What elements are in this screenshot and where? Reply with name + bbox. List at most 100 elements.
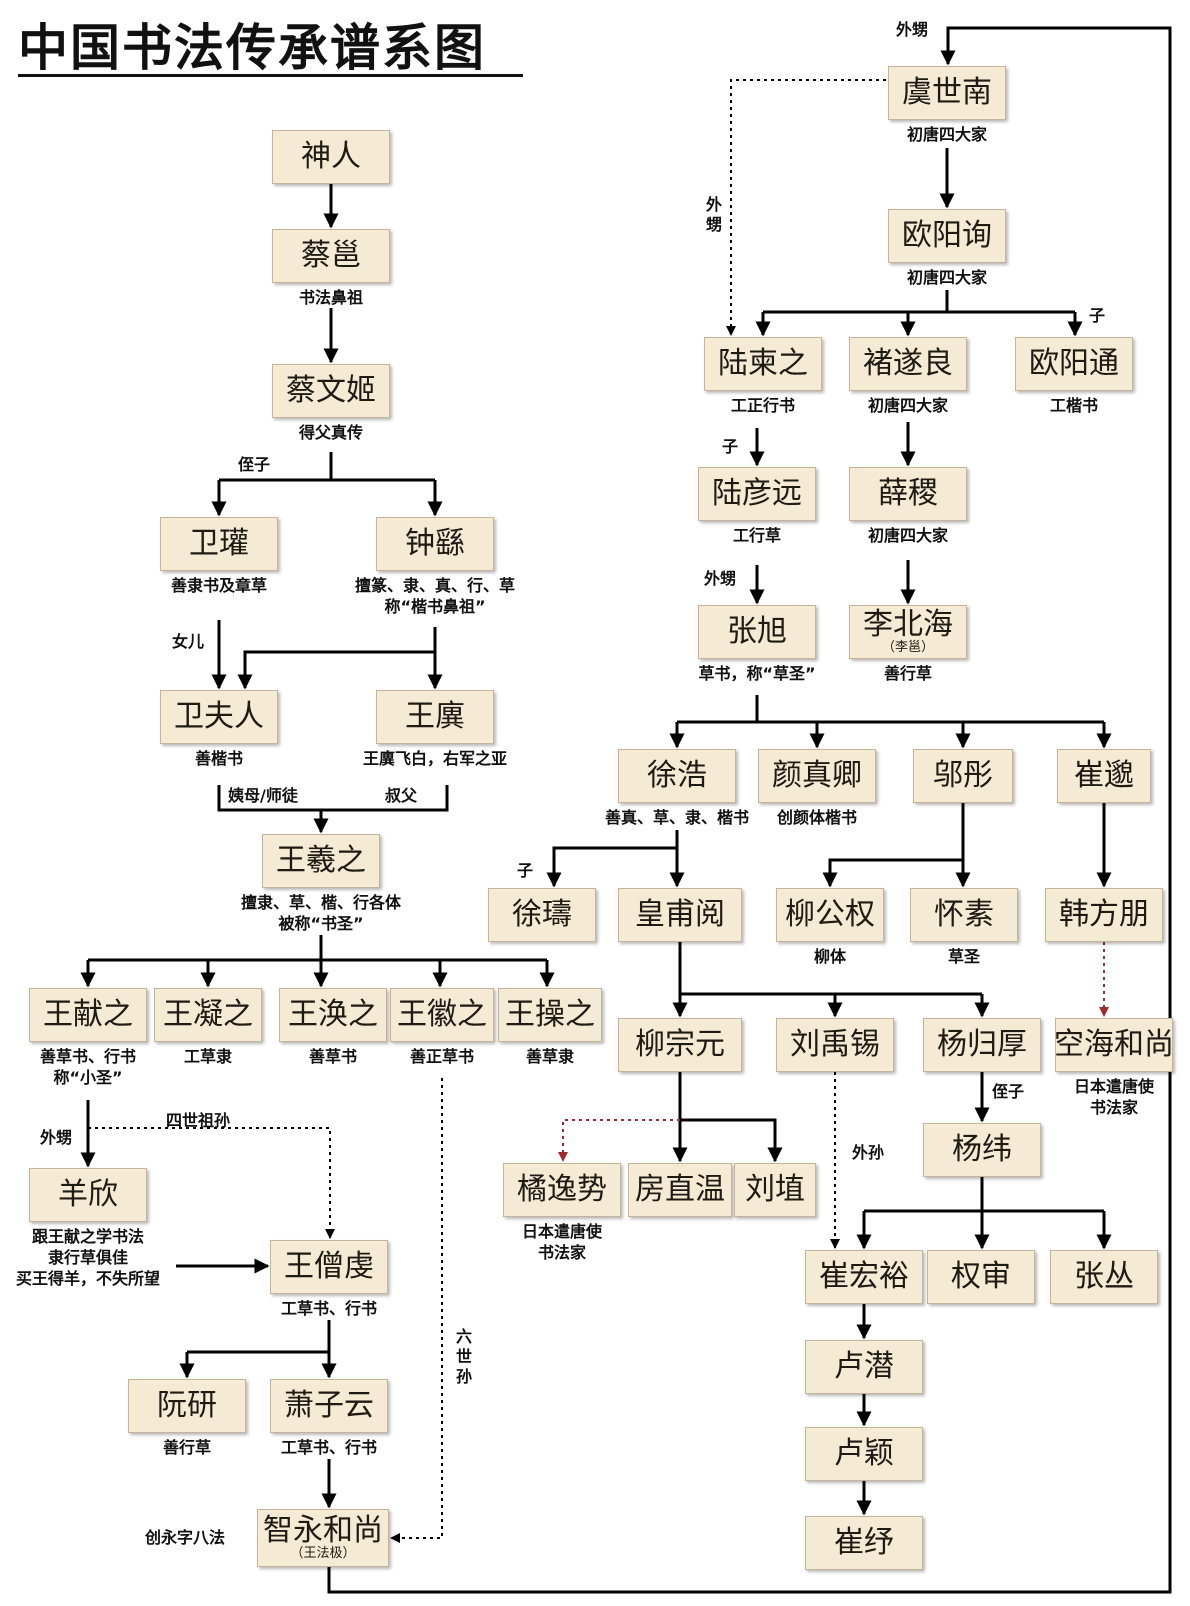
node-weifuren: 卫夫人 [160, 690, 278, 744]
node-name: 崔纾 [834, 1525, 894, 1560]
caption-line: 擅隶、草、楷、行各体 [240, 893, 401, 912]
caption-line: 书法家 [537, 1243, 586, 1262]
label-uncle: 叔父 [385, 786, 418, 805]
node-liugongquan: 柳公权 [776, 888, 884, 942]
edge-liuzongyuan-liuzhi [680, 1118, 783, 1163]
label-son-xushu: 子 [517, 861, 534, 880]
node-name: 卢潜 [834, 1349, 894, 1384]
node-liuzhi: 刘埴 [734, 1163, 816, 1217]
node-wutong: 邬彤 [913, 749, 1013, 803]
caption-line: 得父真传 [298, 423, 363, 442]
node-luying: 卢颖 [805, 1427, 923, 1481]
node-libeihai: 李北海（李邕） [849, 605, 967, 659]
node-name: 柳宗元 [635, 1027, 725, 1062]
caption-line: 初唐四大家 [867, 526, 948, 545]
label-aunt-teacher: 姨母/师徒 [228, 786, 298, 805]
node-name: 王羲之 [276, 843, 366, 878]
node-huangfuyue: 皇甫阅 [618, 888, 742, 942]
edge-wutong-liugongquan [822, 803, 965, 888]
caption-lujianzhi: 工正行书 [663, 395, 863, 416]
node-name: 杨纬 [952, 1132, 1012, 1167]
caption-line: 日本遣唐使 [521, 1222, 602, 1241]
caption-wangxianzhi: 善草书、行书称“小圣” [0, 1046, 188, 1088]
caption-line: 初唐四大家 [906, 268, 987, 287]
caption-line: 善草隶 [525, 1047, 574, 1066]
node-name: 王廙 [405, 699, 465, 734]
node-caiwenji: 蔡文姬 [272, 364, 390, 418]
node-name: 萧子云 [284, 1388, 374, 1423]
node-name: 欧阳询 [902, 218, 992, 253]
caption-line: 创颜体楷书 [776, 808, 857, 827]
caption-yanzhenqing: 创颜体楷书 [717, 807, 917, 828]
caption-line: 善真、草、隶、楷书 [604, 808, 749, 827]
node-name: 李北海 [863, 607, 953, 642]
node-name: 卢颖 [834, 1436, 894, 1471]
node-name: 薛稷 [878, 476, 938, 511]
node-huaisu: 怀素 [910, 888, 1018, 942]
node-name: 褚遂良 [863, 346, 953, 381]
label-daughter: 女儿 [172, 632, 205, 651]
node-wangyi: 王廙 [376, 690, 494, 744]
node-wangxianzhi: 王献之 [29, 988, 147, 1042]
edge-zhongyao-weifuren [237, 650, 435, 690]
node-liuzongyuan: 柳宗元 [618, 1018, 742, 1072]
caption-line: 工行草 [732, 526, 781, 545]
node-name: 王僧虔 [284, 1249, 374, 1284]
node-name: 颜真卿 [772, 758, 862, 793]
node-zhongyao: 钟繇 [376, 517, 494, 571]
label-sister-son-lujianzhi: 外甥 [705, 195, 722, 234]
zhiyong-side-note: 创永字八法 [145, 1528, 226, 1547]
node-wangxizhi: 王羲之 [262, 834, 380, 888]
node-name: 刘禹锡 [790, 1027, 880, 1062]
node-alias: （王法极） [290, 1546, 356, 1561]
node-name: 王徽之 [397, 997, 487, 1032]
node-wangcaozhi: 王操之 [498, 988, 602, 1042]
caption-ruanyan: 善行草 [87, 1437, 287, 1458]
node-luqian: 卢潜 [805, 1340, 923, 1394]
caption-line: 书法家 [1089, 1098, 1138, 1117]
caption-wangyi: 王廙飞白，右军之亚 [335, 748, 535, 769]
caption-wanghuanzhi: 善草书 [233, 1046, 433, 1067]
label-fourth-generation: 四世祖孙 [166, 1111, 231, 1130]
node-yushinan: 虞世南 [888, 66, 1006, 120]
caption-line: 草圣 [947, 947, 980, 966]
edge-zhiyong-yushinan [327, 26, 1172, 1594]
node-name: 崔宏裕 [819, 1259, 909, 1294]
caption-line: 隶行草俱佳 [47, 1248, 128, 1267]
caption-wangxizhi: 擅隶、草、楷、行各体被称“书圣” [221, 892, 421, 934]
caption-yushinan: 初唐四大家 [847, 124, 1047, 145]
node-zhiyong: 智永和尚（王法极） [257, 1509, 389, 1567]
caption-wanghuizhi: 善正草书 [342, 1046, 542, 1067]
node-konghai: 空海和尚 [1054, 1018, 1174, 1072]
caption-line: 日本遣唐使 [1073, 1077, 1154, 1096]
caption-line: 善草书 [308, 1047, 357, 1066]
caption-xueji: 初唐四大家 [808, 525, 1008, 546]
caption-chusuiliang: 初唐四大家 [808, 395, 1008, 416]
label-sister-son-top: 外甥 [896, 20, 929, 39]
node-zhangxu: 张旭 [698, 605, 816, 659]
node-name: 阮研 [157, 1388, 217, 1423]
caption-wangcaozhi: 善草隶 [450, 1046, 650, 1067]
caption-line: 买王得羊，不失所望 [15, 1269, 160, 1288]
caption-line: 工草书、行书 [280, 1438, 377, 1457]
node-name: 王操之 [505, 997, 595, 1032]
caption-wangningzhi: 工草隶 [108, 1046, 308, 1067]
caption-line: 草书，称“草圣” [698, 664, 816, 683]
caption-xiaoziyun: 工草书、行书 [229, 1437, 429, 1458]
caption-line: 被称“书圣” [278, 914, 364, 933]
node-shenren: 神人 [272, 130, 390, 184]
node-name: 邬彤 [933, 758, 993, 793]
caption-line: 善楷书 [194, 749, 243, 768]
node-lujianzhi: 陆柬之 [704, 337, 822, 391]
node-name: 卫夫人 [174, 699, 264, 734]
node-xueji: 薛稷 [849, 467, 967, 521]
caption-line: 工正行书 [730, 396, 795, 415]
node-xushu: 徐璹 [488, 888, 596, 942]
node-name: 张丛 [1074, 1259, 1134, 1294]
node-name: 欧阳通 [1029, 346, 1119, 381]
node-name: 徐璹 [512, 897, 572, 932]
caption-line: 工草书、行书 [280, 1299, 377, 1318]
caption-ouyangtong: 工楷书 [974, 395, 1174, 416]
caption-line: 善隶书及章草 [170, 576, 267, 595]
